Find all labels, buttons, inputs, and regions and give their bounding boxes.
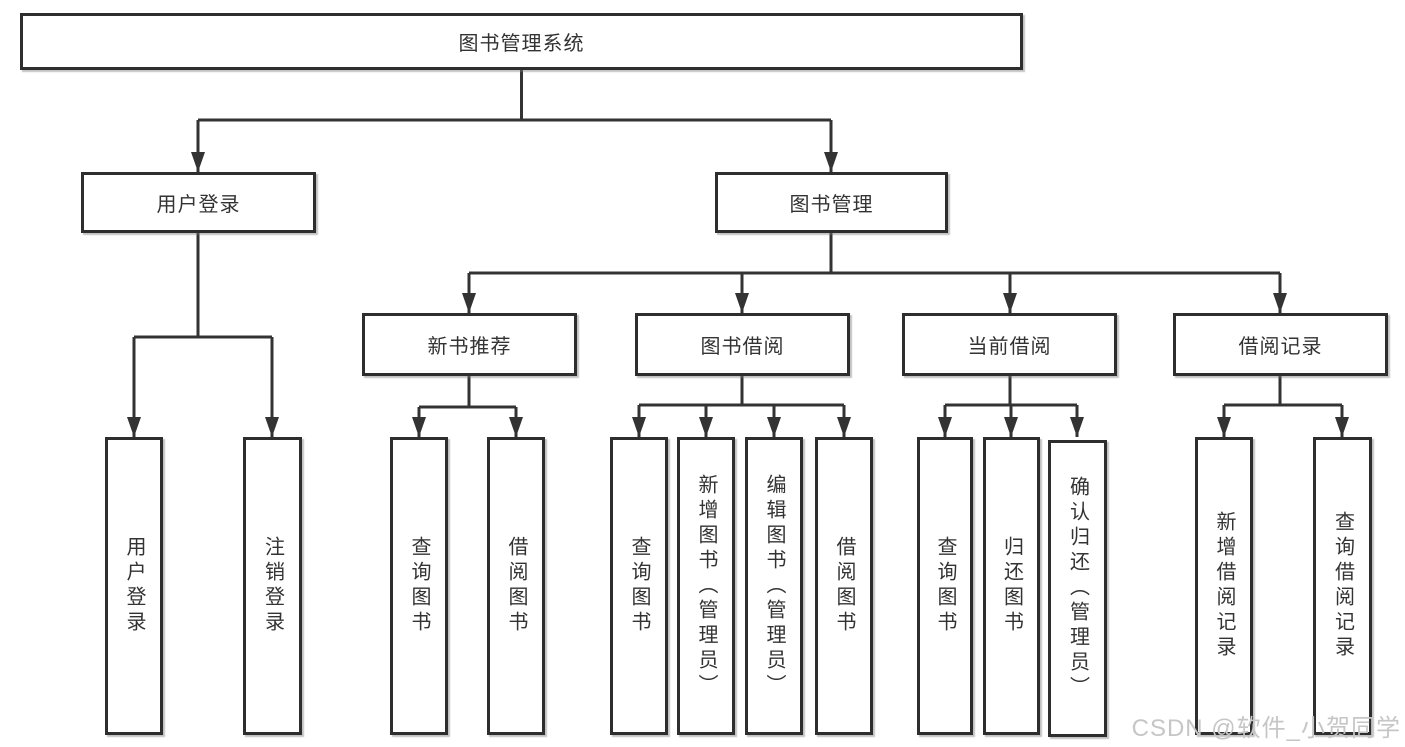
leaf-query-book-current-label: 查询图书 bbox=[934, 536, 956, 636]
leaf-borrow-book: 借阅图书 bbox=[815, 437, 873, 735]
node-borrow-record-label: 借阅记录 bbox=[1238, 336, 1323, 358]
leaf-user-login-label: 用户登录 bbox=[123, 536, 145, 636]
node-root: 图书管理系统 bbox=[20, 13, 1023, 70]
node-book-borrow-label: 图书借阅 bbox=[700, 336, 785, 358]
leaf-query-borrow-record-label: 查询借阅记录 bbox=[1331, 511, 1354, 661]
node-new-book-recommend-label: 新书推荐 bbox=[427, 336, 512, 358]
leaf-add-book-admin: 新增图书（管理员） bbox=[677, 437, 735, 735]
node-book-management: 图书管理 bbox=[715, 172, 948, 233]
leaf-add-book-admin-label: 新增图书（管理员） bbox=[695, 473, 717, 699]
node-book-management-label: 图书管理 bbox=[789, 194, 874, 216]
node-new-book-recommend: 新书推荐 bbox=[362, 313, 577, 376]
leaf-edit-book-admin: 编辑图书（管理员） bbox=[745, 437, 803, 735]
leaf-logout-label: 注销登录 bbox=[261, 536, 284, 636]
leaf-query-book-borrow: 查询图书 bbox=[610, 437, 668, 735]
leaf-user-login: 用户登录 bbox=[105, 437, 163, 735]
leaf-return-book: 归还图书 bbox=[983, 437, 1040, 735]
node-current-borrow: 当前借阅 bbox=[902, 313, 1117, 376]
leaf-query-book-borrow-label: 查询图书 bbox=[628, 536, 650, 636]
leaf-query-borrow-record: 查询借阅记录 bbox=[1313, 437, 1372, 735]
leaf-confirm-return-admin-label: 确认归还（管理员） bbox=[1066, 476, 1089, 701]
leaf-return-book-label: 归还图书 bbox=[1000, 536, 1023, 636]
node-current-borrow-label: 当前借阅 bbox=[967, 336, 1052, 358]
leaf-add-borrow-record-label: 新增借阅记录 bbox=[1213, 511, 1235, 661]
leaf-confirm-return-admin: 确认归还（管理员） bbox=[1048, 440, 1107, 737]
leaf-add-borrow-record: 新增借阅记录 bbox=[1195, 437, 1253, 735]
leaf-query-book-current: 查询图书 bbox=[917, 437, 973, 735]
leaf-logout: 注销登录 bbox=[243, 437, 302, 735]
leaf-borrow-book-recommend: 借阅图书 bbox=[487, 437, 545, 735]
leaf-query-book-recommend: 查询图书 bbox=[390, 437, 448, 735]
node-root-label: 图书管理系统 bbox=[458, 33, 585, 55]
node-user-login-label: 用户登录 bbox=[156, 194, 241, 216]
node-book-borrow: 图书借阅 bbox=[635, 313, 850, 376]
leaf-borrow-book-label: 借阅图书 bbox=[833, 536, 855, 636]
csdn-watermark: CSDN @软件_小贺同学 bbox=[1131, 715, 1401, 742]
leaf-borrow-book-recommend-label: 借阅图书 bbox=[505, 536, 527, 636]
leaf-query-book-recommend-label: 查询图书 bbox=[408, 536, 430, 636]
leaf-edit-book-admin-label: 编辑图书（管理员） bbox=[763, 473, 785, 699]
node-user-login: 用户登录 bbox=[81, 172, 316, 233]
node-borrow-record: 借阅记录 bbox=[1173, 313, 1388, 376]
